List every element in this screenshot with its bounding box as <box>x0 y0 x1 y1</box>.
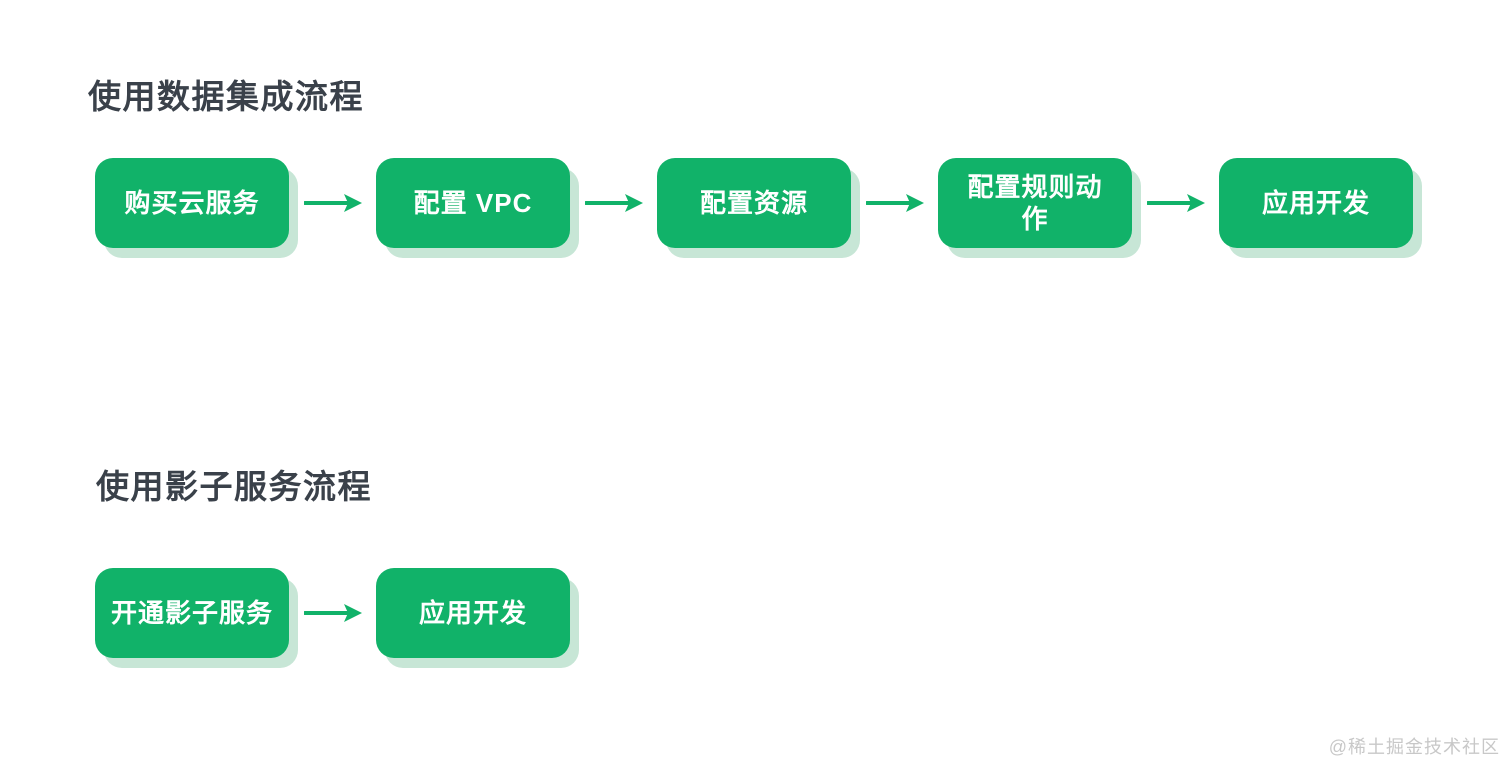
arrow-right-icon <box>303 604 362 622</box>
arrow-right-icon <box>865 194 924 212</box>
flow-step-node: 开通影子服务 <box>95 568 289 658</box>
flow-title-data-integration: 使用数据集成流程 <box>88 78 364 115</box>
flow-step-label: 开通影子服务 <box>110 597 273 628</box>
flow-step-label: 配置资源 <box>699 187 808 218</box>
flow-row-shadow-service: 开通影子服务 应用开发 <box>95 568 570 658</box>
flow-step-node: 配置 VPC <box>376 158 570 248</box>
flow-step-label: 配置规则动作 <box>967 171 1103 235</box>
flow-arrow <box>1132 158 1219 248</box>
flow-step-node: 配置规则动作 <box>938 158 1132 248</box>
watermark: @稀土掘金技术社区 <box>1328 737 1500 757</box>
flow-arrow <box>570 158 657 248</box>
arrow-right-icon <box>1146 194 1205 212</box>
flow-step-label: 应用开发 <box>418 597 527 628</box>
flow-step-label: 应用开发 <box>1261 187 1370 218</box>
flow-step-label: 购买云服务 <box>124 187 260 218</box>
flow-step-node: 购买云服务 <box>95 158 289 248</box>
arrow-right-icon <box>584 194 643 212</box>
flow-arrow <box>851 158 938 248</box>
flow-step-node: 应用开发 <box>1219 158 1413 248</box>
flow-step-node: 配置资源 <box>657 158 851 248</box>
flow-step-node: 应用开发 <box>376 568 570 658</box>
flow-arrow <box>289 158 376 248</box>
flow-row-data-integration: 购买云服务 配置 VPC 配置资源 配置规则动作 应用开发 <box>95 158 1413 248</box>
arrow-right-icon <box>303 194 362 212</box>
flow-arrow <box>289 568 376 658</box>
flow-title-shadow-service: 使用影子服务流程 <box>96 468 372 505</box>
flow-step-label: 配置 VPC <box>413 187 533 218</box>
